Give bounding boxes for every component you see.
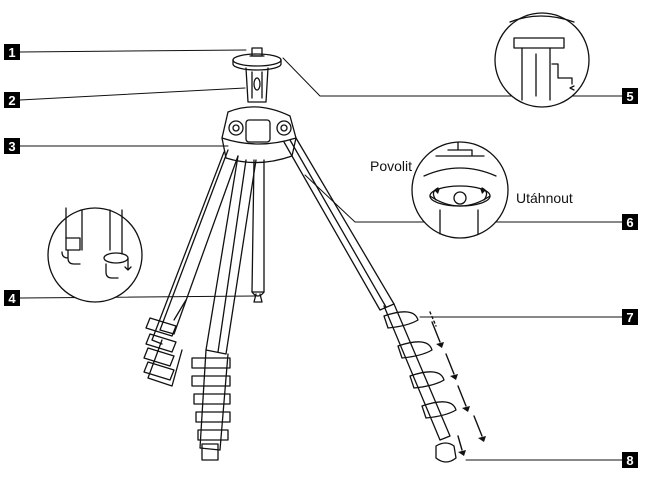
callout-1: 1 <box>4 44 20 60</box>
loosen-label: Povolit <box>370 158 413 174</box>
callout-number: 6 <box>626 214 634 230</box>
callout-number: 5 <box>626 88 634 104</box>
extend-arrows <box>429 311 483 451</box>
callout-number: 7 <box>626 309 634 325</box>
pan-lock-arrowheads <box>434 188 486 194</box>
leg-hub <box>221 106 297 164</box>
callout-5: 5 <box>622 88 638 104</box>
callout-number: 1 <box>8 44 16 60</box>
hook-detail-inset <box>47 207 143 303</box>
callout-number: 3 <box>8 138 16 154</box>
extend-arrowheads <box>436 342 486 456</box>
left-leg <box>143 149 239 387</box>
center-column <box>251 159 265 303</box>
tighten-label: Utáhnout <box>516 190 573 206</box>
pan-lock-inset <box>411 141 509 239</box>
leader-lines <box>19 49 623 461</box>
callout-2: 2 <box>4 92 20 108</box>
front-leg <box>191 155 257 461</box>
callout-6: 6 <box>622 214 638 230</box>
callout-number: 2 <box>8 92 16 108</box>
callout-3: 3 <box>4 138 20 154</box>
callout-number: 4 <box>8 290 16 306</box>
callout-4: 4 <box>4 290 20 306</box>
callout-8: 8 <box>622 452 638 468</box>
right-leg <box>283 137 457 463</box>
tripod-head <box>232 47 282 103</box>
callout-number: 8 <box>626 452 634 468</box>
callout-7: 7 <box>622 309 638 325</box>
allen-key-inset <box>494 12 590 108</box>
